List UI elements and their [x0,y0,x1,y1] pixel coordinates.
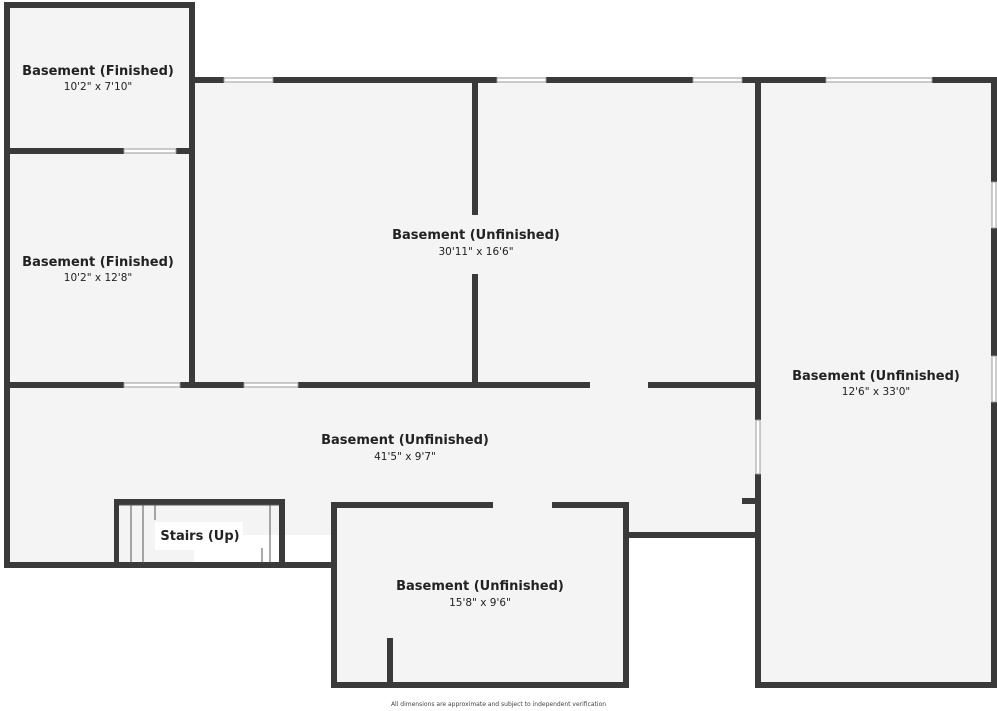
room-dimensions: 30'11" x 16'6" [438,246,513,258]
window [496,77,547,83]
windows [123,77,997,475]
room-name: Basement (Unfinished) [321,433,489,448]
window [825,77,933,83]
room-dimensions: 10'2" x 12'8" [64,272,132,284]
stairs-label: Stairs (Up) [160,529,239,544]
window [692,77,743,83]
room-name: Basement (Unfinished) [392,228,560,243]
room-name: Basement (Finished) [22,255,174,270]
window [123,148,177,154]
window [991,355,997,403]
room-name: Basement (Unfinished) [792,369,960,384]
window [755,419,761,475]
window [123,382,181,388]
disclaimer-text: All dimensions are approximate and subje… [390,701,607,708]
room-name: Basement (Finished) [22,64,174,79]
room-dimensions: 41'5" x 9'7" [374,451,436,463]
window [991,181,997,229]
room-name: Basement (Unfinished) [396,579,564,594]
stairs-treads [119,504,279,563]
room-labels: Basement (Finished) 10'2" x 7'10" Baseme… [22,64,960,609]
window [223,77,274,83]
room-dimensions: 10'2" x 7'10" [64,81,132,93]
room-dimensions: 12'6" x 33'0" [842,386,910,398]
window [243,382,299,388]
walls [4,2,997,688]
room-dimensions: 15'8" x 9'6" [449,597,511,609]
